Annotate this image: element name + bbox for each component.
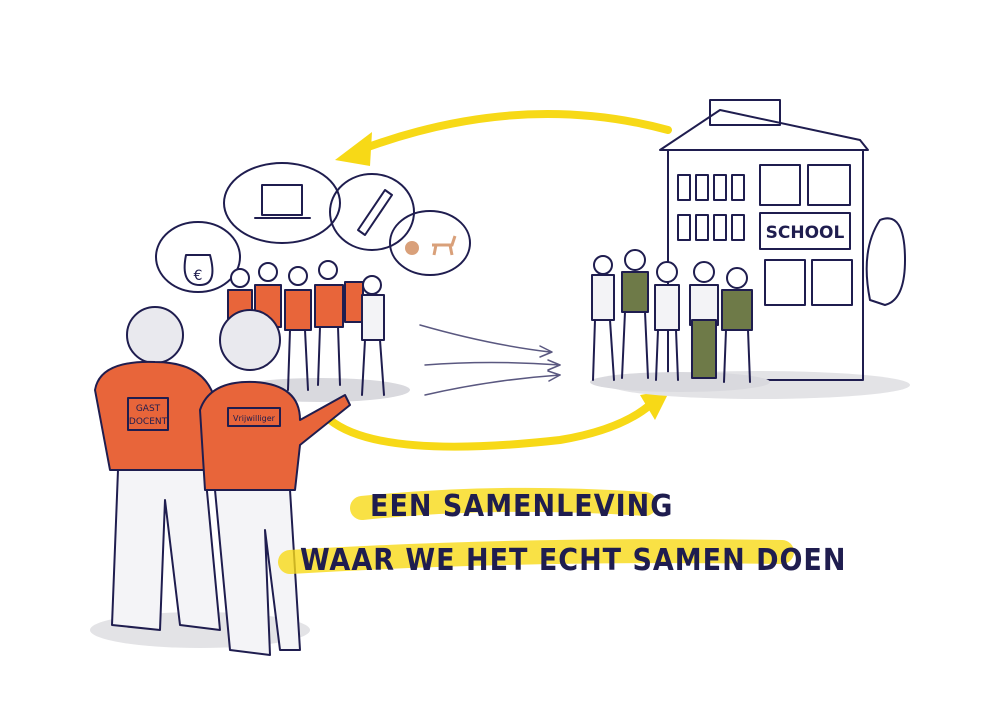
pencil-icon: [357, 189, 393, 236]
tree-icon: [865, 217, 906, 306]
slogan: EEN SAMENLEVING WAAR WE HET ECHT SAMEN D…: [278, 487, 846, 578]
cycle-arrow-bottom: [326, 390, 670, 451]
cycle-arrow-top: [335, 110, 672, 166]
speech-bubble-pencil: [329, 173, 415, 251]
svg-text:DOCENT: DOCENT: [129, 417, 168, 427]
school-building: SCHOOL: [610, 99, 910, 399]
school-sign: [759, 212, 851, 250]
laptop-icon: [261, 184, 303, 216]
volunteer-group: [227, 260, 410, 402]
slogan-line-1: EEN SAMENLEVING: [370, 489, 673, 524]
speech-bubble-money: €: [155, 221, 241, 293]
school-sign-text: SCHOOL: [766, 223, 845, 243]
paw-icon: [405, 241, 419, 255]
svg-text:GAST: GAST: [136, 404, 161, 414]
flow-arrows: [419, 324, 561, 396]
slogan-line-2: WAAR WE HET ECHT SAMEN DOEN: [300, 543, 846, 578]
money-bag-icon: [183, 254, 214, 286]
speech-bubble-laptop: [223, 162, 341, 244]
speech-bubble-pets: [389, 210, 471, 276]
school-community-group: [590, 249, 770, 392]
volunteer-figure: Vrijwilliger: [199, 309, 351, 656]
svg-text:Vrijwilliger: Vrijwilliger: [233, 414, 276, 423]
svg-text:€: €: [194, 268, 203, 284]
dog-icon: [432, 235, 457, 256]
